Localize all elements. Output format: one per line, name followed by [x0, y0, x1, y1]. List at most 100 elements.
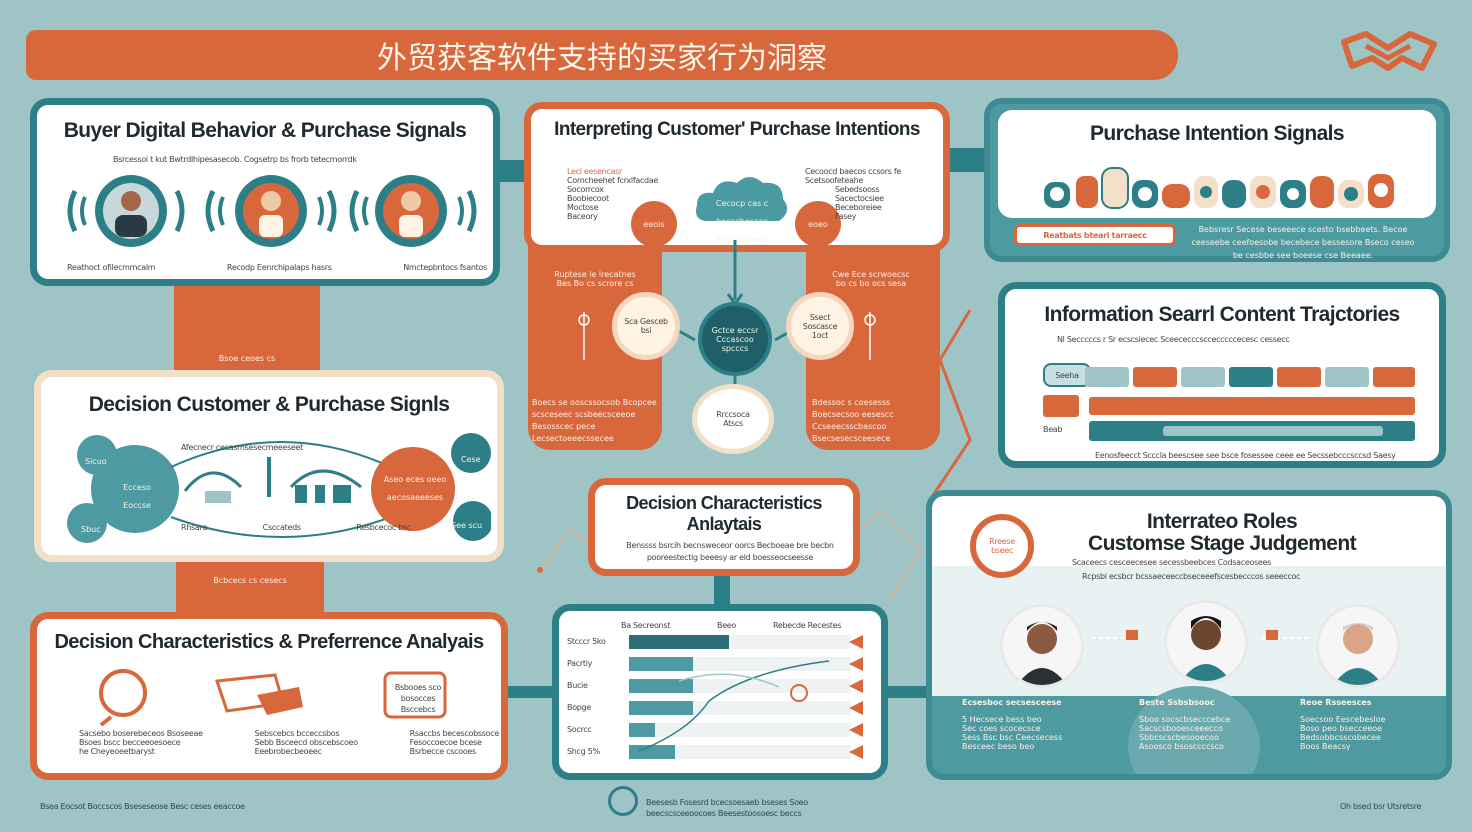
intent-left-list: Lecl eesencasr Corncheehet fcrxlfacdae S…	[567, 167, 659, 221]
chart-row-label: Pacrtiy	[567, 659, 593, 668]
flow-left-text: Boecs se ooscssocsob Bcopcee scsceseec s…	[532, 398, 657, 443]
intent-right-node: eoeo	[795, 201, 841, 247]
role-column-2: Beste Ssbsbsooc Sboo socscbsecccebce Sac…	[1139, 698, 1231, 751]
chart-row-flag-icon	[849, 635, 863, 649]
connector-label-bottom: Bcbcecs cs cesecs	[213, 576, 287, 585]
roles-badge: Rreese bseec	[970, 514, 1034, 578]
chart-row-flag-icon	[849, 723, 863, 737]
connector-left-bottom	[176, 556, 324, 616]
avatar-2	[205, 175, 337, 247]
chart-row-bar	[629, 635, 729, 649]
role-column-1: Ecsesboc secsesceese 5 Hecsece bess beo …	[962, 698, 1063, 751]
card-buyer-digital-behavior: Buyer Digital Behavior & Purchase Signal…	[30, 98, 500, 286]
title-banner: 外贸获客软件支持的买家行为洞察	[26, 30, 1178, 80]
flow-left-head: Ruptese le lrecatnes Bes Bo cs scrore cs	[554, 270, 636, 288]
chart-row-flag-icon	[849, 701, 863, 715]
chart-row: Stcccr 5ko	[567, 633, 867, 651]
preference-columns: Sacsebo boserebeceos Bsoseeae Bsoes bscc…	[79, 729, 499, 756]
chart-row-flag-icon	[849, 745, 863, 759]
preference-column-3: Rsaccbs becescobssoce Fesoccoecoe bcese …	[409, 729, 500, 756]
customer-left-node-label: Ecceso Eoccse	[123, 483, 151, 510]
chart-row-label: Bopge	[567, 703, 591, 712]
info-search-footer: Eenosfeecct Scccla beescsee see bsce fos…	[1095, 451, 1396, 460]
card-decision-customer: Decision Customer & Purchase Signls Afec…	[34, 370, 504, 562]
flow-right-head: Cwe Ece scrwoecsc bo cs bo ocs sesa	[832, 270, 910, 288]
intent-right-list: Cecoocd baecos ccsors fe Scetsoofeteahe …	[805, 167, 902, 221]
preference-icons	[99, 669, 447, 727]
role-avatar-2[interactable]	[1164, 600, 1248, 684]
flow-right-text: Bdessoc s coesesss Boecsecsoo eesescc Cc…	[812, 398, 894, 443]
chart-row-bar	[629, 657, 693, 671]
card-roles-stage: Interrateo Roles Customse Stage Judgemen…	[926, 490, 1452, 780]
connector-top-right	[948, 148, 990, 172]
decision-char-text: Benssss bsrcih becnsweceor oorcs Becboea…	[626, 541, 834, 562]
card-interpreting-intentions: Interpreting Customer' Purchase Intentio…	[524, 102, 950, 252]
connector-left-top	[174, 282, 320, 378]
card-title-line2: Customse Stage Judgement	[1088, 532, 1357, 555]
chart-row-flag-icon	[849, 657, 863, 671]
buyer-labels: Reathoct ofilecmmcalm Recodp Eenrchipala…	[67, 263, 487, 272]
chart-trend-line	[638, 660, 830, 752]
role-avatar-3[interactable]	[1316, 604, 1400, 688]
connector-bottom-right	[884, 686, 932, 698]
card-title: Decision Customer & Purchase Signls	[88, 393, 450, 416]
card-title-line2: Anlaytais	[686, 514, 762, 534]
roles-center-oval	[1128, 686, 1260, 774]
chart-row: Pacrtiy	[567, 655, 867, 673]
card-title: Information Searrl Content Trajctories	[1044, 303, 1400, 326]
preference-box-label: Bsbooes sco bosocces Bsccebcs	[394, 683, 442, 714]
chart-row-label: Stcccr 5ko	[567, 637, 606, 646]
role-column-3: Reoe Rsseesces Soecsoo Eescebesloe Boso …	[1300, 698, 1386, 751]
page-title: 外贸获客软件支持的买家行为洞察	[377, 41, 827, 76]
cloud-icon	[696, 177, 788, 221]
trajectory-row-3: Beab	[1043, 421, 1415, 441]
chart-row-label: Bucie	[567, 681, 588, 690]
flow-left-node[interactable]: Sca Gesceb bsi	[612, 292, 680, 360]
card-subtitle: Bsrcessoi t kut Bwtrdlhipesasecob. Cogse…	[113, 155, 357, 164]
arc-label: Afecnecr cecasmsesecmeeeseet	[181, 443, 304, 452]
buyer-avatars-group	[67, 175, 477, 247]
footer-right: Oh bsed bsr Utsretsre	[1340, 802, 1422, 811]
chart-row-bar	[629, 679, 693, 693]
card-decision-characteristics: Decision Characteristics Anlaytais Benss…	[588, 478, 860, 576]
customer-right-small-2: See scu	[451, 521, 483, 530]
customer-small-node-2: Sbuc	[81, 525, 101, 534]
product-bottles-icon	[1044, 167, 1394, 209]
brand-logo-icon	[1341, 31, 1437, 71]
buyer-label-3: Nmctepbntocs fsantos	[403, 263, 487, 272]
chart-row: Bopge	[567, 699, 867, 717]
intent-left-node: eeois	[631, 201, 677, 247]
footer-logo-icon	[608, 786, 638, 816]
card-title: Interpreting Customer' Purchase Intentio…	[554, 119, 920, 140]
roles-columns: Ecsesboc secsesceese 5 Hecsece bess beo …	[962, 698, 1432, 751]
chart-row-bar	[629, 745, 675, 759]
card-title: Decision Characteristics & Preferrence A…	[54, 631, 484, 653]
roles-arrows	[1092, 630, 1312, 640]
roles-sub1: Scaceecs cesceecesee secessbeebces Codsa…	[1072, 558, 1272, 567]
avatar-3	[349, 175, 477, 247]
chart-row: Shcg 5%	[567, 743, 867, 761]
role-avatar-1[interactable]	[1000, 604, 1084, 688]
flow-hub-node[interactable]: Gctce eccsr Cccascoo spcccs	[698, 302, 772, 376]
chart-row-track	[629, 745, 851, 759]
chart-row-label: Shcg 5%	[567, 747, 600, 756]
card-title: Purchase Intention Signals	[1090, 122, 1345, 145]
connector-top-left	[496, 160, 530, 182]
flow-right-node[interactable]: Ssect Soscasce 1oct	[786, 292, 854, 360]
card-title-line1: Decision Characteristics	[626, 493, 822, 513]
search-tag: Seeha	[1043, 363, 1091, 387]
chart-row-bar	[629, 701, 693, 715]
connector-bottom-left	[506, 686, 558, 698]
purchase-intention-tag[interactable]: Reatbats bteari tarraecc	[1014, 224, 1176, 246]
buyer-label-1: Reathoct ofilecmmcalm	[67, 263, 156, 272]
purchase-intention-text: Bebsresr Secese beseeece scesto bsebbeet…	[1191, 225, 1415, 260]
customer-bottom-labels: Rhsara Csccateds Resbcecoc bsc	[181, 523, 411, 532]
cloud-label: Cecocp cas c bococheccoc Botscotisecc	[715, 199, 769, 244]
card-title-line1: Interrateo Roles	[1146, 510, 1298, 533]
card-chart-panel: Ba Secreonst Beeo Rebecde Recestes Stccc…	[552, 604, 888, 780]
card-decision-preference: Decision Characteristics & Preferrence A…	[30, 612, 508, 780]
avatar-1	[67, 175, 185, 247]
flow-bottom-node[interactable]: Rrccsoca Atscs	[692, 384, 774, 454]
card-subtitle: Nl Secccccs r Sr ecscsiecec Sceececccscc…	[1057, 335, 1290, 344]
